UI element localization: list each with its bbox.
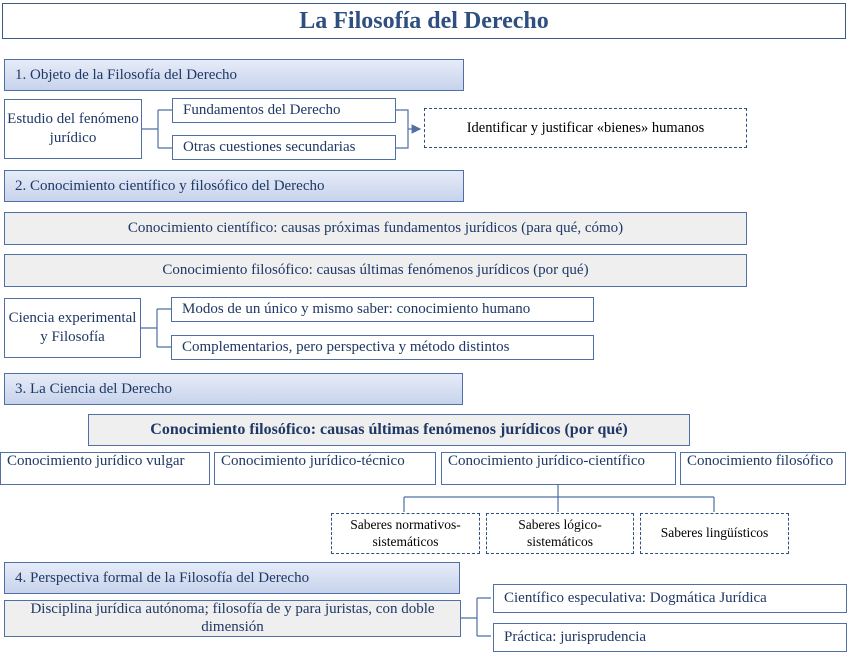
s3-level-tecnico: Conocimiento jurídico-técnico — [214, 452, 436, 485]
section-3-header: 3. La Ciencia del Derecho — [4, 373, 463, 405]
s1-branch-otras: Otras cuestiones secundarias — [172, 135, 396, 160]
s4-bracket — [461, 597, 491, 637]
section-2-header: 2. Conocimiento científico y filosófico … — [4, 170, 464, 202]
section-4-header: 4. Perspectiva formal de la Filosofía de… — [4, 562, 460, 594]
s1-root-box: Estudio del fenómeno jurídico — [4, 99, 142, 159]
s1-branch-fundamentos: Fundamentos del Derecho — [172, 98, 396, 123]
s1-arrow — [396, 109, 420, 149]
page-title: La Filosofía del Derecho — [2, 3, 846, 39]
s1-result-box: Identificar y justificar «bienes» humano… — [424, 108, 747, 148]
s3-saber-linguisticos: Saberes lingüísticos — [640, 513, 789, 554]
s3-header-box: Conocimiento filosófico: causas últimas … — [88, 414, 690, 446]
s1-bracket — [142, 109, 172, 149]
s3-saber-logicos: Saberes lógico-sistemáticos — [486, 513, 634, 554]
s2-branch-modos: Modos de un único y mismo saber: conocim… — [171, 297, 594, 322]
s3-level-cientifico: Conocimiento jurídico-científico — [441, 452, 676, 485]
s3-saber-normativos: Saberes normativos-sistemáticos — [331, 513, 480, 554]
s2-conocimiento-cientifico: Conocimiento científico: causas próximas… — [4, 212, 747, 245]
s2-root-box: Ciencia experimental y Filosofía — [4, 298, 141, 358]
s2-conocimiento-filosofico: Conocimiento filosófico: causas últimas … — [4, 254, 747, 287]
s2-bracket — [141, 308, 171, 348]
s4-branch-practica: Práctica: jurisprudencia — [493, 623, 847, 652]
s2-branch-complementarios: Complementarios, pero perspectiva y méto… — [171, 335, 594, 360]
s3-level-filosofico: Conocimiento filosófico — [680, 452, 846, 485]
s4-root-box: Disciplina jurídica autónoma; filosofía … — [4, 600, 461, 637]
section-1-header: 1. Objeto de la Filosofía del Derecho — [4, 59, 464, 91]
s3-tree — [403, 485, 715, 512]
s3-level-vulgar: Conocimiento jurídico vulgar — [0, 452, 210, 485]
s4-branch-cientifico: Científico especulativa: Dogmática Juríd… — [493, 584, 847, 613]
